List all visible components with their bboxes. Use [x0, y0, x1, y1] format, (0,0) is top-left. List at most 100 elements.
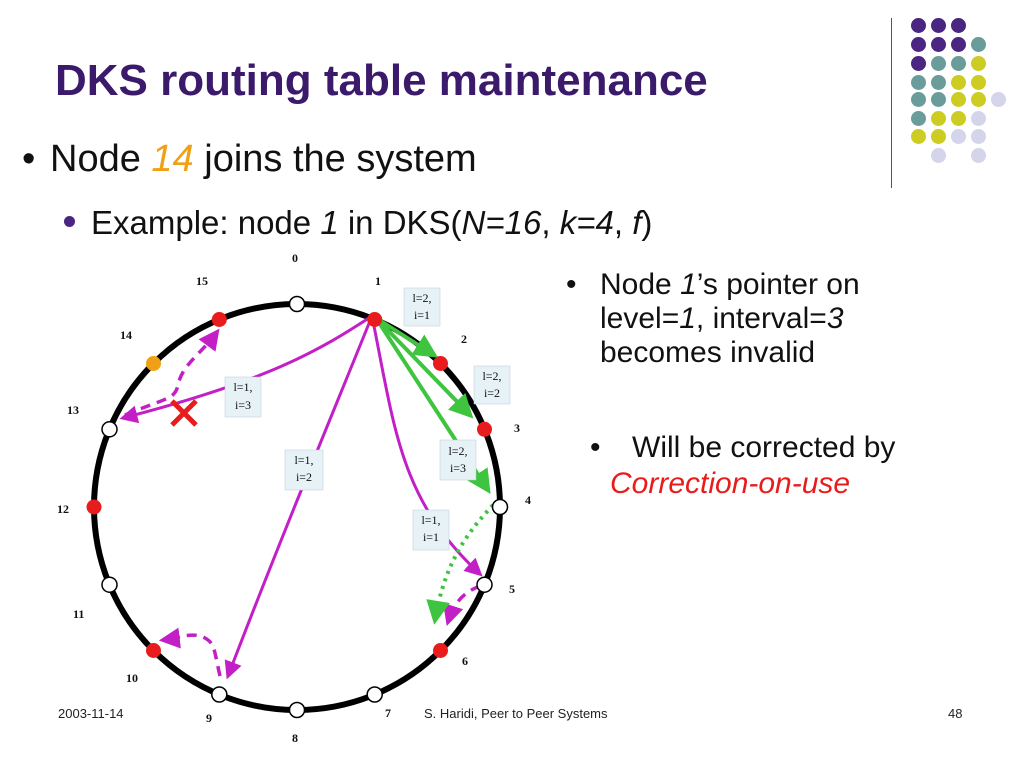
decor-dot	[951, 129, 966, 144]
decor-dot	[911, 56, 926, 71]
box-line2: i=3	[450, 461, 466, 475]
bullet2-N: N	[461, 204, 486, 241]
decor-dot	[971, 111, 986, 126]
decor-dot	[931, 111, 946, 126]
footer-date: 2003-11-14	[58, 706, 124, 721]
node-label-14: 14	[120, 328, 132, 342]
decorative-divider	[891, 18, 892, 188]
decor-dot	[971, 37, 986, 52]
decor-dot	[991, 92, 1006, 107]
bullet-marker: •	[22, 138, 36, 180]
slide-title: DKS routing table maintenance	[55, 56, 708, 105]
side-interval-val: 3	[826, 302, 844, 335]
pointer-label-box: l=1, i=2	[284, 449, 324, 491]
decor-dot	[911, 18, 926, 33]
bullet2-eq2: =4	[576, 204, 614, 241]
pointer-label-box: l=2, i=1	[403, 287, 441, 327]
box-line1: l=1,	[294, 453, 313, 467]
bullet2-k: k	[559, 204, 577, 241]
node-label-3: 3	[514, 421, 520, 435]
box-line1: l=1,	[421, 513, 440, 527]
side-node-num: 1	[680, 268, 697, 301]
footer-author: S. Haridi, Peer to Peer Systems	[424, 706, 608, 721]
decor-dot	[971, 75, 986, 90]
pointer-arrow-l1-i1	[370, 315, 483, 577]
decor-dot	[911, 129, 926, 144]
ring-nodes	[86, 295, 509, 719]
side-level: level=	[600, 302, 680, 335]
ring-node-14	[146, 356, 161, 371]
node-label-0: 0	[292, 251, 298, 265]
bullet-dot	[64, 215, 75, 227]
decor-dot	[931, 18, 946, 33]
pointer-label-box: l=2, i=3	[439, 439, 477, 481]
node-label-5: 5	[509, 582, 515, 596]
pointer-arrow-l2-i1	[374, 316, 439, 358]
ring-node-3	[477, 421, 492, 437]
node-label-7: 7	[385, 706, 391, 720]
side-rest2: becomes invalid	[600, 336, 816, 369]
node-label-10: 10	[126, 671, 138, 685]
bullet2-comma2: ,	[613, 204, 633, 241]
decor-dot	[931, 92, 946, 107]
ring-node-13	[101, 421, 118, 438]
box-line1: l=2,	[412, 291, 431, 305]
bullet-example: Example: node 1 in DKS(N=16, k=4, f)	[64, 204, 652, 242]
bullet2-mid: in DKS(	[338, 204, 462, 241]
decor-dot	[931, 37, 946, 52]
box-line2: i=2	[484, 386, 500, 400]
bullet2-node: 1	[320, 204, 339, 241]
ring-node-15	[211, 312, 227, 327]
dashed-arrow-9-10	[158, 627, 222, 677]
bullet2-close: )	[641, 204, 653, 241]
decor-dot	[931, 148, 946, 163]
ring-node-10	[146, 643, 161, 658]
box-line2: i=2	[296, 470, 312, 484]
decor-dot	[911, 75, 926, 90]
ring-node-5	[476, 576, 493, 593]
side-apos: ’	[696, 268, 703, 301]
node-label-8: 8	[292, 731, 298, 745]
decor-dot	[971, 148, 986, 163]
decor-dot	[911, 37, 926, 52]
ring-node-9	[211, 686, 228, 703]
ring-node-6	[433, 643, 448, 658]
dashed-arrow-13-15	[124, 328, 220, 417]
node-label-15: 15	[196, 274, 208, 288]
decor-dot	[911, 111, 926, 126]
decor-dot	[951, 75, 966, 90]
pointer-label-box: l=1, i=3	[224, 376, 262, 418]
ring-node-0	[288, 295, 306, 313]
ring-node-2	[433, 356, 448, 371]
decor-dot	[951, 92, 966, 107]
decor-dot	[971, 129, 986, 144]
node-label-6: 6	[462, 654, 468, 668]
side2-line2: Correction-on-use	[610, 467, 851, 500]
bullet2-prefix: Example: node	[91, 204, 321, 241]
node-label-2: 2	[461, 332, 467, 346]
bullet2-comma1: ,	[541, 204, 560, 241]
node-label-12: 12	[57, 502, 69, 516]
node-label-13: 13	[67, 403, 79, 417]
bullet-marker: •	[566, 268, 577, 301]
ring-node-1	[367, 312, 383, 327]
box-line1: l=2,	[482, 369, 501, 383]
bullet2-f: f	[632, 204, 642, 241]
side-node: Node	[600, 268, 681, 301]
pointer-label-box: l=1, i=1	[412, 509, 450, 551]
decor-dot	[931, 129, 946, 144]
pointer-label-box: l=2, i=2	[473, 365, 511, 405]
decor-dot	[931, 56, 946, 71]
bullet-node-joins: •Node 14 joins the system	[22, 138, 477, 181]
pointer-arrow-l1-i2	[224, 315, 374, 680]
invalid-cross-icon	[170, 399, 198, 427]
box-line2: i=1	[414, 308, 430, 322]
box-line2: i=1	[423, 530, 439, 544]
decor-dot	[971, 56, 986, 71]
node-labels: 0 1 2 3 4 5 6 7 8 9 10 11 12 13 14 15	[57, 251, 531, 745]
side-level-val: 1	[679, 302, 696, 335]
decor-dot	[951, 56, 966, 71]
